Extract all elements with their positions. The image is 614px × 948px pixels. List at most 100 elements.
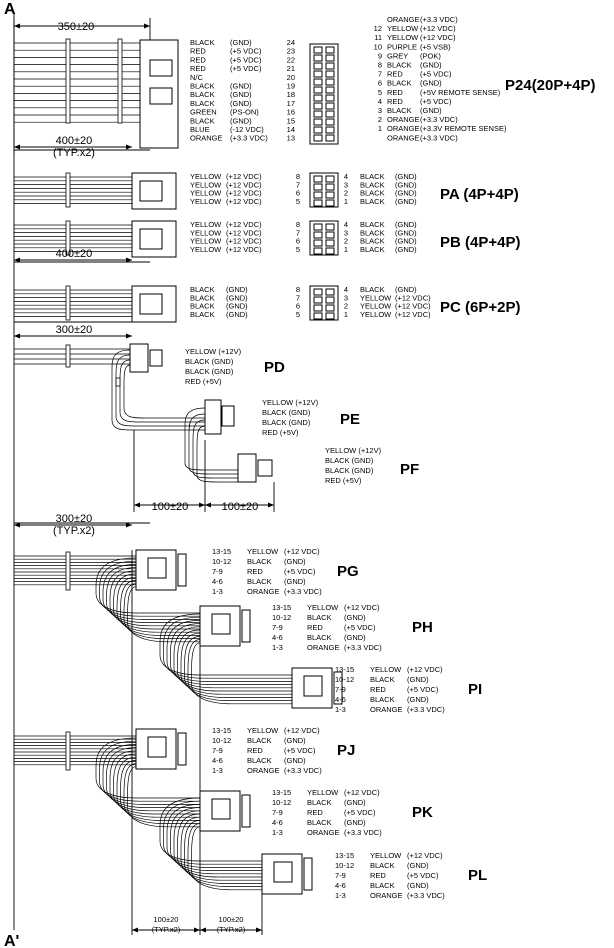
pin-detail: (GND): [420, 79, 442, 88]
pin-number: 1: [344, 310, 348, 319]
pin-detail: (PS-ON): [230, 108, 259, 117]
wire-bend: [109, 750, 200, 812]
pin-cell: [325, 70, 335, 78]
pin-signal: BLUE: [190, 125, 210, 134]
pin-signal: BLACK: [370, 861, 395, 870]
pin-cell: [325, 78, 335, 86]
pin-signal: BLACK: [190, 302, 215, 311]
pin-signal: GREEN: [190, 108, 217, 117]
pin-number: 5: [378, 88, 382, 97]
pin-signal: BLACK: [387, 79, 412, 88]
pin-detail: (GND): [230, 116, 252, 125]
wire-bend: [166, 620, 292, 682]
pin-cell: [313, 86, 323, 94]
pin-signal: BLACK: [247, 577, 272, 586]
pin-cell: [325, 86, 335, 94]
pin-number: 13: [287, 134, 295, 143]
pin-detail: (+12 VDC): [395, 310, 431, 319]
pin-signal: BLACK: [360, 228, 385, 237]
pin-signal: BLACK: [360, 237, 385, 246]
pin-cell: [313, 191, 323, 199]
pin-range: 10-12: [212, 736, 231, 745]
wire-bend: [99, 560, 200, 617]
latch: [149, 59, 173, 77]
wire-bend: [116, 756, 200, 818]
pin-signal: YELLOW: [360, 302, 392, 311]
arrow-head: [194, 927, 200, 933]
pin-signal: RED: [370, 871, 386, 880]
pin-signal: BLACK: [190, 285, 215, 294]
pin-detail: (+12 VDC): [344, 603, 380, 612]
pin-signal: YELLOW: [190, 180, 222, 189]
latch: [147, 736, 167, 758]
pin-cell: [325, 199, 335, 207]
pin-range: 7-9: [212, 746, 223, 755]
pin-signal: YELLOW (+12V): [325, 446, 382, 455]
pin-detail: (GND): [284, 756, 306, 765]
cable-drawing: [13, 14, 343, 935]
pin-signal: ORANGE: [190, 134, 223, 143]
pin-detail: (+12 VDC): [226, 180, 262, 189]
pin-signal: BLACK (GND): [325, 466, 374, 475]
pin-detail: (+12 VDC): [226, 172, 262, 181]
wire-bend: [115, 354, 205, 427]
pin-signal: ORANGE: [370, 705, 403, 714]
pi-cable-connector: [291, 667, 333, 709]
pc-title: PC (6P+2P): [440, 299, 520, 316]
pe-connector: [204, 399, 222, 435]
pj-title: PJ: [337, 742, 355, 759]
pin-range: 1-3: [335, 705, 346, 714]
pin-cell: [313, 110, 323, 118]
wire-bend: [191, 642, 292, 705]
pin-range: 13-15: [212, 547, 231, 556]
wire-bend: [180, 816, 262, 881]
pin-signal: RED: [190, 64, 206, 73]
pin-cell: [325, 175, 335, 183]
wire-bend: [184, 820, 262, 884]
pin-signal: RED: [247, 567, 263, 576]
pin-number: 6: [296, 237, 300, 246]
pin-signal: BLACK: [307, 613, 332, 622]
wire-bend: [127, 586, 200, 643]
pin-range: 13-15: [272, 788, 291, 797]
pin-range: 1-3: [212, 587, 223, 596]
pin-cell: [313, 304, 323, 312]
pin-number: 21: [287, 64, 295, 73]
pin-detail: (+5V REMOTE SENSE): [420, 88, 501, 97]
pin-detail: (+12 VDC): [226, 245, 262, 254]
pin-detail: (+12 VDC): [226, 237, 262, 246]
cable-tie: [65, 220, 71, 256]
pin-detail: (+12 VDC): [226, 197, 262, 206]
pin-cell: [325, 46, 335, 54]
dimension-label: 100±20: [154, 915, 179, 924]
pin-detail: (GND): [395, 237, 417, 246]
pin-detail: (GND): [395, 228, 417, 237]
pin-signal: RED: [307, 623, 323, 632]
pin-signal: BLACK: [307, 798, 332, 807]
arrow-head: [200, 927, 206, 933]
pin-detail: (+12 VDC): [420, 24, 456, 33]
pin-cell: [313, 247, 323, 255]
ph-title: PH: [412, 619, 433, 636]
pin-detail: (+5 VDC): [344, 808, 376, 817]
pin-cell: [313, 199, 323, 207]
pin-signal: ORANGE: [247, 766, 280, 775]
pin-number: 3: [344, 293, 348, 302]
pin-detail: (-12 VDC): [230, 125, 264, 134]
pin-signal: BLACK (GND): [185, 357, 234, 366]
pin-signal: N/C: [190, 73, 204, 82]
pin-number: 11: [374, 33, 382, 42]
pin-signal: YELLOW: [387, 24, 419, 33]
pin-range: 10-12: [335, 675, 354, 684]
dimension-label: 400±20: [56, 135, 93, 147]
pin-signal: BLACK: [370, 881, 395, 890]
pin-number: 2: [344, 189, 348, 198]
pin-range: 13-15: [335, 851, 354, 860]
pe-face: [221, 405, 235, 427]
pin-detail: (+12 VDC): [395, 302, 431, 311]
pin-detail: (+12 VDC): [344, 788, 380, 797]
wire-bend: [180, 632, 292, 695]
arrow-head: [14, 23, 20, 29]
pin-signal: BLACK (GND): [262, 408, 311, 417]
wire-bend: [187, 823, 262, 887]
